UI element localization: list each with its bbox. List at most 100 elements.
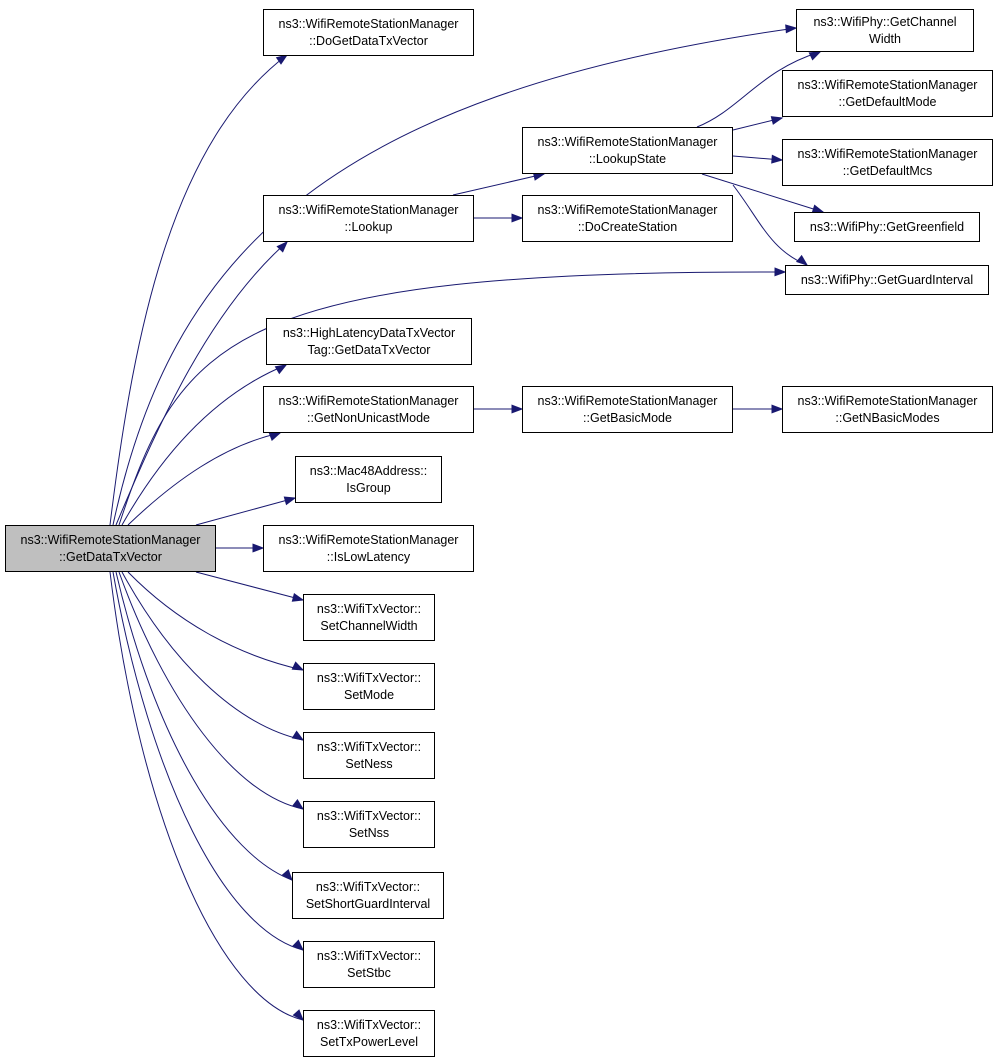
node-setnss[interactable]: ns3::WifiTxVector::SetNss <box>303 801 435 848</box>
node-getdefaultmode[interactable]: ns3::WifiRemoteStationManager::GetDefaul… <box>782 70 993 117</box>
node-label-line2: ::Lookup <box>344 219 393 234</box>
node-label-line2: ::IsLowLatency <box>326 549 411 564</box>
node-setshortguardinterval[interactable]: ns3::WifiTxVector::SetShortGuardInterval <box>292 872 444 919</box>
arrowhead-icon <box>292 939 305 951</box>
edge-line <box>701 173 824 213</box>
edge-line <box>118 571 304 810</box>
edge-root-to-setstbc <box>112 571 305 951</box>
edge-lookup-to-lookupstate <box>452 171 546 196</box>
node-getbasicmode[interactable]: ns3::WifiRemoteStationManager::GetBasicM… <box>522 386 733 433</box>
node-label-line2: SetNess <box>345 756 393 771</box>
node-settxpowerlevel[interactable]: ns3::WifiTxVector::SetTxPowerLevel <box>303 1010 435 1057</box>
arrowhead-icon <box>275 54 289 65</box>
node-label-line1: ns3::WifiRemoteStationManager <box>797 77 978 92</box>
node-getguardinterval[interactable]: ns3::WifiPhy::GetGuardInterval <box>785 265 989 295</box>
node-label-line1: ns3::WifiRemoteStationManager <box>797 146 978 161</box>
node-label-line1: ns3::WifiTxVector:: <box>316 601 422 616</box>
edge-line <box>121 571 304 741</box>
edge-getnonunicastmode-to-getbasicmode <box>474 404 524 414</box>
node-label-line1: ns3::WifiRemoteStationManager <box>278 16 459 31</box>
edge-root-to-settxpowerlevel <box>109 571 304 1022</box>
node-getgreenfield[interactable]: ns3::WifiPhy::GetGreenfield <box>794 212 980 242</box>
node-label-line2: ::GetDefaultMcs <box>842 163 933 178</box>
arrowhead-icon <box>795 254 809 266</box>
edge-line <box>121 364 287 526</box>
node-label-line2: Width <box>869 31 901 46</box>
edge-getbasicmode-to-getnbasicmodes <box>733 404 784 414</box>
edge-line <box>109 571 304 1021</box>
node-root: ns3::WifiRemoteStationManager::GetDataTx… <box>5 525 216 572</box>
node-label-line2: ::GetDefaultMode <box>838 94 937 109</box>
edge-line <box>127 432 281 526</box>
edge-root-to-setmode <box>127 571 305 671</box>
edge-lookup-to-docreatestation <box>474 213 524 223</box>
edge-line <box>732 184 808 266</box>
node-label-line2: SetChannelWidth <box>320 618 418 633</box>
node-label-line1: ns3::WifiRemoteStationManager <box>278 393 459 408</box>
arrowhead-icon <box>292 1009 304 1022</box>
node-label-line1: ns3::WifiRemoteStationManager <box>278 532 459 547</box>
node-label-line2: IsGroup <box>346 480 391 495</box>
arrowhead-icon <box>252 543 265 553</box>
arrowhead-icon <box>281 869 293 882</box>
node-label-line1: ns3::WifiRemoteStationManager <box>20 532 201 547</box>
node-lookupstate[interactable]: ns3::WifiRemoteStationManager::LookupSta… <box>522 127 733 174</box>
arrowhead-icon <box>291 592 305 602</box>
arrowhead-icon <box>770 116 784 125</box>
edge-line <box>112 571 304 951</box>
node-label-line1: ns3::WifiTxVector:: <box>316 739 422 754</box>
edge-root-to-dogetdatatxvector <box>109 54 289 526</box>
arrowhead-icon <box>511 213 524 223</box>
node-label-line2: ::DoGetDataTxVector <box>309 33 428 48</box>
edge-line <box>127 571 304 671</box>
node-islowlatency[interactable]: ns3::WifiRemoteStationManager::IsLowLate… <box>263 525 474 572</box>
node-label-line2: ::GetNonUnicastMode <box>307 410 430 425</box>
node-setchannelwidth[interactable]: ns3::WifiTxVector::SetChannelWidth <box>303 594 435 641</box>
arrowhead-icon <box>771 404 784 414</box>
node-dogetdatatxvector[interactable]: ns3::WifiRemoteStationManager::DoGetData… <box>263 9 474 56</box>
node-label-line1: ns3::WifiTxVector:: <box>316 670 422 685</box>
node-label-line2: ::GetBasicMode <box>583 410 672 425</box>
node-getnbasicmodes[interactable]: ns3::WifiRemoteStationManager::GetNBasic… <box>782 386 993 433</box>
edge-root-to-isgroup <box>195 496 297 526</box>
arrowhead-icon <box>808 51 822 61</box>
node-label-line1: ns3::WifiRemoteStationManager <box>537 134 718 149</box>
arrowhead-icon <box>268 432 282 441</box>
edge-root-to-setshortguardinterval <box>115 571 293 882</box>
node-label-line1: ns3::WifiTxVector:: <box>315 879 421 894</box>
node-label-line2: Tag::GetDataTxVector <box>307 342 431 357</box>
edge-line <box>452 173 545 196</box>
node-setstbc[interactable]: ns3::WifiTxVector::SetStbc <box>303 941 435 988</box>
edge-line <box>696 51 821 128</box>
node-setness[interactable]: ns3::WifiTxVector::SetNess <box>303 732 435 779</box>
edge-root-to-setnss <box>118 571 305 810</box>
node-label-line2: ::GetDataTxVector <box>59 549 162 564</box>
node-isgroup[interactable]: ns3::Mac48Address::IsGroup <box>295 456 442 503</box>
edge-line <box>109 54 288 526</box>
node-setmode[interactable]: ns3::WifiTxVector::SetMode <box>303 663 435 710</box>
node-label-line1: ns3::WifiRemoteStationManager <box>278 202 459 217</box>
node-label-line1: ns3::HighLatencyDataTxVector <box>282 325 456 340</box>
arrowhead-icon <box>774 267 787 277</box>
arrowhead-icon <box>274 364 288 375</box>
edge-root-to-islowlatency <box>216 543 265 553</box>
arrowhead-icon <box>771 154 784 164</box>
node-label-line1: ns3::Mac48Address:: <box>309 463 428 478</box>
node-label-line1: ns3::WifiPhy::GetGreenfield <box>809 219 965 234</box>
node-lookup[interactable]: ns3::WifiRemoteStationManager::Lookup <box>263 195 474 242</box>
node-label-line2: SetTxPowerLevel <box>320 1034 418 1049</box>
edge-root-to-highlatency <box>121 364 288 526</box>
edge-line <box>115 571 293 881</box>
edge-lookupstate-to-getguardinterval <box>732 184 809 266</box>
node-label-line1: ns3::WifiRemoteStationManager <box>537 202 718 217</box>
node-docreatestation[interactable]: ns3::WifiRemoteStationManager::DoCreateS… <box>522 195 733 242</box>
node-getdefaultmcs[interactable]: ns3::WifiRemoteStationManager::GetDefaul… <box>782 139 993 186</box>
node-label-line2: SetShortGuardInterval <box>305 896 431 911</box>
edge-root-to-setness <box>121 571 305 741</box>
node-getnonunicastmode[interactable]: ns3::WifiRemoteStationManager::GetNonUni… <box>263 386 474 433</box>
node-label-line1: ns3::WifiTxVector:: <box>316 1017 422 1032</box>
edge-line <box>195 571 304 601</box>
